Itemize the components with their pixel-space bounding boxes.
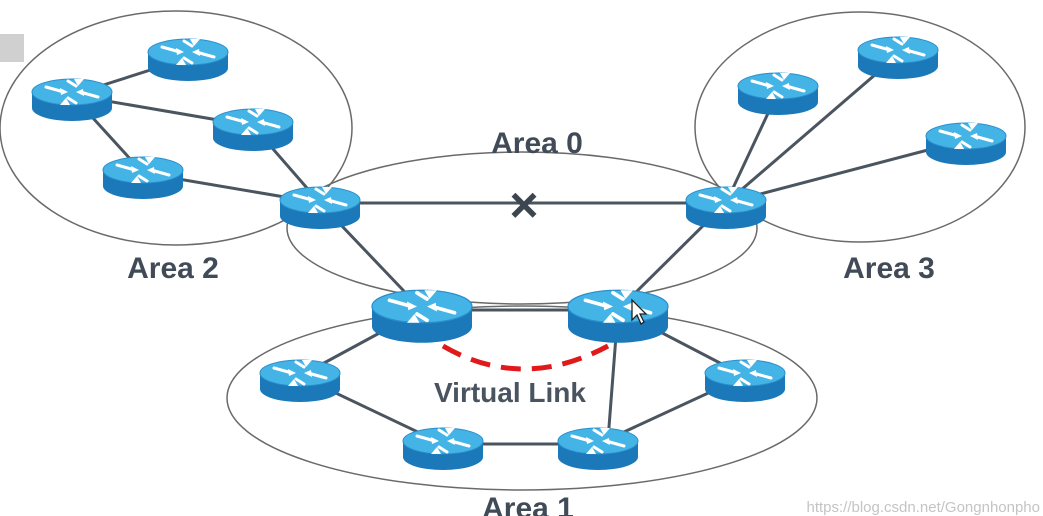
router-icon xyxy=(258,358,342,404)
virtual-link-label: Virtual Link xyxy=(434,377,586,408)
router-icon xyxy=(146,37,230,83)
router-icon xyxy=(736,71,820,117)
router-icon xyxy=(924,121,1008,167)
area1-label: Area 1 xyxy=(482,492,574,516)
area3-label: Area 3 xyxy=(843,252,935,285)
side-handle xyxy=(0,34,24,62)
mouse-pointer-icon xyxy=(631,298,648,325)
router-icon xyxy=(556,426,640,472)
router-icon xyxy=(370,288,474,345)
router-icon xyxy=(703,358,787,404)
area0-label: Area 0 xyxy=(491,127,583,160)
router-icon xyxy=(101,155,185,201)
area2-label: Area 2 xyxy=(127,252,219,285)
router-icon xyxy=(401,426,485,472)
router-icon xyxy=(278,185,362,231)
router-icon xyxy=(684,185,768,231)
area3-boundary xyxy=(694,11,1026,243)
router-icon xyxy=(30,77,114,123)
router-icon xyxy=(211,107,295,153)
area0-boundary xyxy=(286,151,758,305)
watermark-url: https://blog.csdn.net/Gongnhonpho xyxy=(806,499,1040,516)
virtual-link-path xyxy=(441,343,610,372)
router-icon xyxy=(566,288,670,345)
link-failure-x-icon: × xyxy=(509,177,538,233)
area1-boundary xyxy=(226,305,818,491)
router-icon xyxy=(856,35,940,81)
area2-boundary xyxy=(0,10,353,246)
